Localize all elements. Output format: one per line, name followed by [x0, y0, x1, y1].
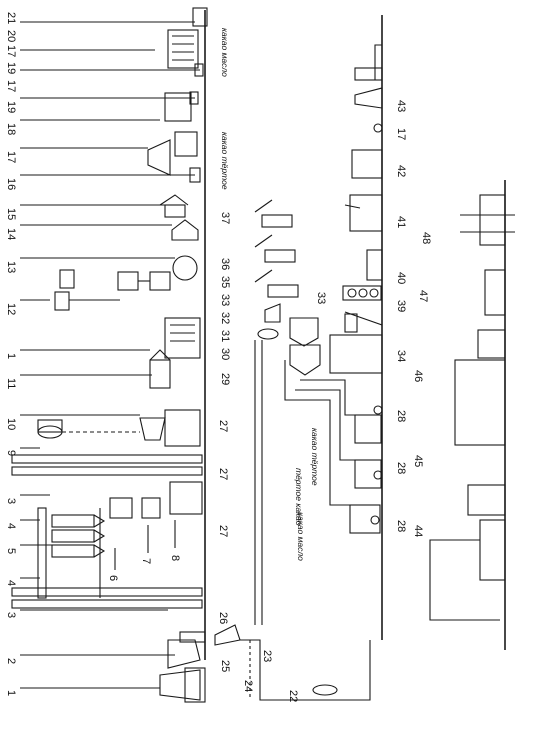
- label-27c: 27: [217, 420, 229, 432]
- label-22: 22: [287, 690, 299, 702]
- label-15: 15: [5, 208, 17, 220]
- label-18: 18: [5, 123, 17, 135]
- label-20: 20: [5, 30, 17, 42]
- label-2: 2: [5, 658, 17, 664]
- label-16: 16: [5, 178, 17, 190]
- label-33b: 33: [315, 292, 327, 304]
- label-6: 6: [107, 575, 119, 581]
- label-43: 43: [395, 100, 407, 112]
- label-23: 23: [261, 650, 273, 662]
- label-27b: 27: [217, 468, 229, 480]
- label-21: 21: [5, 12, 17, 24]
- label-12: 12: [5, 303, 17, 315]
- label-42: 42: [395, 165, 407, 177]
- annotation-cocoa-grated-2: какао тёртое: [310, 428, 320, 486]
- label-29: 29: [219, 373, 231, 385]
- label-1b: 1: [5, 353, 17, 359]
- label-33a: 33: [219, 294, 231, 306]
- label-46: 46: [412, 370, 424, 382]
- middle-equipment: [214, 44, 383, 701]
- label-3: 3: [5, 612, 17, 618]
- label-25: 25: [219, 660, 231, 672]
- lower-label-group: 22 23 24 25 26 27 28 27 28 27 28 29 30 3…: [217, 100, 432, 702]
- label-26: 26: [217, 612, 229, 624]
- upper-equipment: [11, 7, 208, 703]
- label-17b: 17: [5, 80, 17, 92]
- label-36: 36: [219, 258, 231, 270]
- label-17a: 17: [5, 151, 17, 163]
- label-3b: 3: [5, 498, 17, 504]
- label-39: 39: [395, 300, 407, 312]
- label-24: 24: [242, 680, 254, 692]
- label-8: 8: [169, 555, 181, 561]
- label-28c: 28: [395, 410, 407, 422]
- label-40: 40: [395, 272, 407, 284]
- label-1: 1: [5, 690, 17, 696]
- label-10: 10: [5, 418, 17, 430]
- label-37: 37: [219, 212, 231, 224]
- label-34: 34: [395, 350, 407, 362]
- annotation-cocoa-grated: какао тёртое: [220, 132, 230, 190]
- label-45: 45: [412, 455, 424, 467]
- annotation-cocoa-butter-2: какао масло: [296, 512, 306, 561]
- label-44: 44: [412, 525, 424, 537]
- label-27a: 27: [217, 525, 229, 537]
- label-48: 48: [420, 232, 432, 244]
- label-28a: 28: [395, 520, 407, 532]
- label-31: 31: [219, 330, 231, 342]
- label-4b: 4: [5, 523, 17, 529]
- label-4: 4: [5, 580, 17, 586]
- label-17d: 17: [395, 128, 407, 140]
- label-7: 7: [140, 558, 152, 564]
- left-label-group: 1 2 3 4 5 4 6 7 8 3 9 10 11 1 12 13 14 1…: [5, 12, 181, 696]
- label-5: 5: [5, 548, 17, 554]
- lower-equipment: [429, 194, 515, 621]
- label-14: 14: [5, 228, 17, 240]
- label-9: 9: [5, 450, 17, 456]
- label-28b: 28: [395, 462, 407, 474]
- label-19b: 19: [5, 62, 17, 74]
- label-13: 13: [5, 261, 17, 273]
- label-17c: 17: [5, 45, 17, 57]
- label-41: 41: [395, 216, 407, 228]
- label-32: 32: [219, 312, 231, 324]
- label-19a: 19: [5, 101, 17, 113]
- label-leaders: [20, 21, 200, 689]
- label-35: 35: [219, 276, 231, 288]
- label-30: 30: [219, 348, 231, 360]
- annotation-cocoa-grated-3: тёртое какао: [294, 468, 304, 526]
- annotation-cocoa-butter: какао масло: [220, 28, 230, 77]
- label-11: 11: [5, 378, 17, 389]
- label-47: 47: [417, 290, 429, 302]
